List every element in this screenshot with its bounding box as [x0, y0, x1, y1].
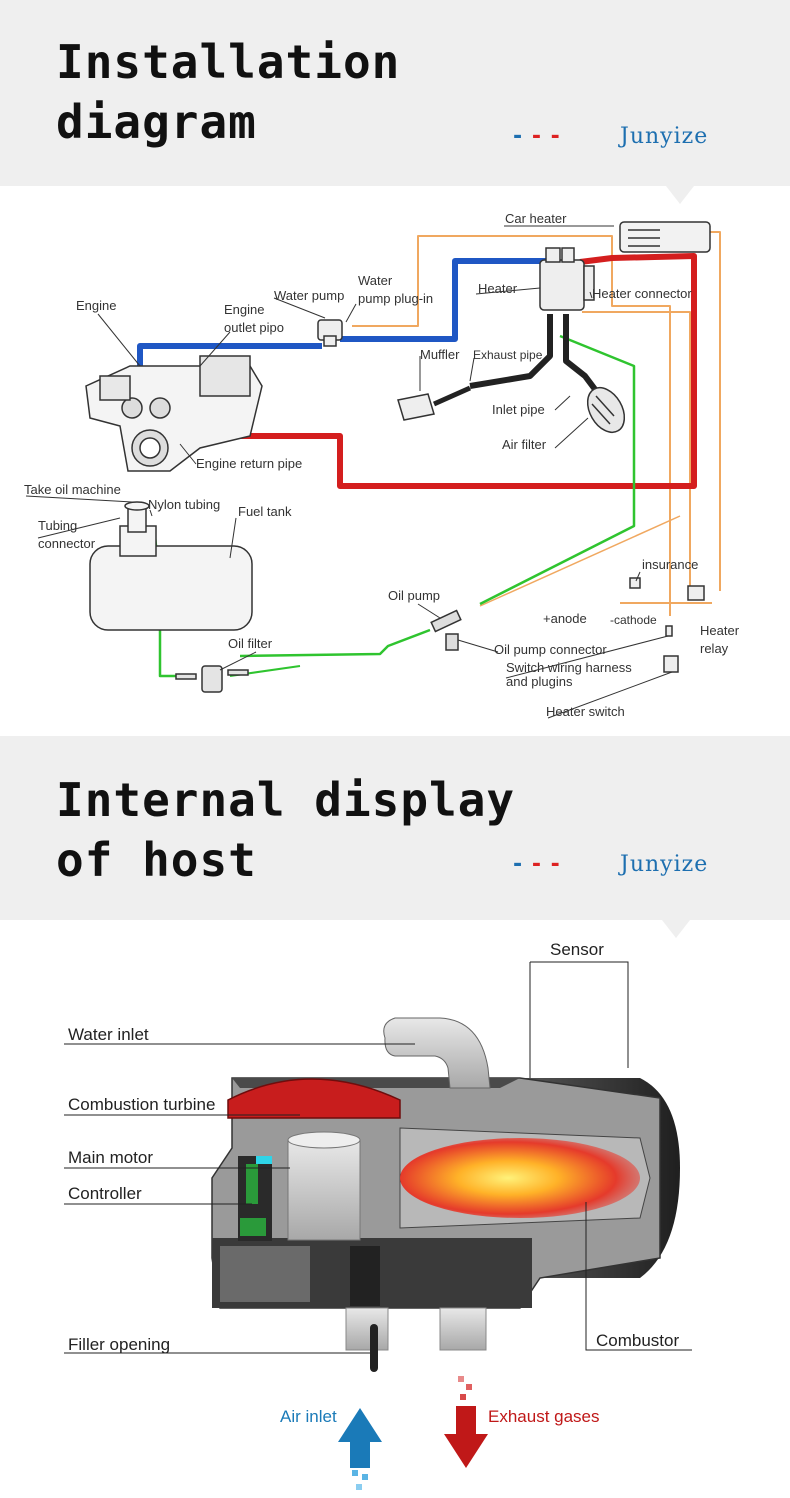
label-tubing-2: connector [38, 536, 96, 551]
fuel-tank [89, 501, 253, 631]
label-water-pump: Water pump [274, 288, 344, 303]
internal-host-diagram: Sensor Water inlet Combustion turbine Ma… [64, 940, 692, 1490]
leader-lines [25, 225, 673, 719]
label-heater-switch: Heater switch [546, 704, 625, 719]
brand-logo: Junyize [620, 852, 709, 877]
label-engine-outlet-1: Engine [224, 302, 264, 317]
label-cathode: -cathode [610, 613, 657, 627]
label-switch-harness-1: Switch wiring harness [506, 660, 632, 675]
label-controller: Controller [68, 1184, 142, 1203]
label-take-oil-machine: Take oil machine [24, 482, 121, 497]
label-air-inlet: Air inlet [280, 1407, 337, 1426]
car-heater-unit [619, 221, 711, 253]
label-heater-connector: Heater connector [592, 286, 692, 301]
engine-illustration [85, 355, 263, 472]
host-leader-lines [64, 961, 692, 1354]
host-body [211, 1017, 680, 1372]
water-pump [317, 319, 343, 347]
label-nylon-tubing: Nylon tubing [148, 497, 220, 512]
label-switch-harness-2: and plugins [506, 674, 573, 689]
label-engine: Engine [76, 298, 116, 313]
label-exhaust-pipe: Exhaust pipe [473, 348, 543, 362]
internal-title-line2: of host [56, 833, 257, 887]
label-sensor: Sensor [550, 940, 604, 959]
label-engine-return-pipe: Engine return pipe [196, 456, 302, 471]
label-insurance: insurance [642, 557, 698, 572]
label-combustor: Combustor [596, 1331, 679, 1350]
air-inlet-arrow [338, 1408, 382, 1490]
label-air-filter: Air filter [502, 437, 547, 452]
diagram-labels: Car heater Water pump plug-in Water pump… [24, 211, 740, 719]
exhaust-arrow [444, 1376, 488, 1468]
installation-title-line2: diagram [56, 95, 257, 149]
label-car-heater: Car heater [505, 211, 567, 226]
internal-banner: Internal display of host - - - Junyize [0, 736, 790, 920]
brand-dash-decoration: - - - [513, 852, 561, 877]
label-water: Water [358, 273, 393, 288]
label-combustion-turbine: Combustion turbine [68, 1095, 215, 1114]
label-oil-pump-connector: Oil pump connector [494, 642, 607, 657]
brand-dash-decoration: - - - [513, 124, 561, 149]
label-anode: +anode [543, 611, 587, 626]
oil-pump [430, 609, 462, 651]
label-heater-relay-2: relay [700, 641, 729, 656]
label-filler-opening: Filler opening [68, 1335, 170, 1354]
label-engine-outlet-2: outlet pipo [224, 320, 284, 335]
label-exhaust-gases: Exhaust gases [488, 1407, 600, 1426]
label-oil-pump: Oil pump [388, 588, 440, 603]
label-inlet-pipe: Inlet pipe [492, 402, 545, 417]
oil-filter [175, 665, 249, 693]
label-heater-relay-1: Heater [700, 623, 740, 638]
brand-logo: Junyize [620, 124, 709, 149]
label-oil-filter: Oil filter [228, 636, 273, 651]
label-main-motor: Main motor [68, 1148, 153, 1167]
label-water-inlet: Water inlet [68, 1025, 149, 1044]
heater-unit [539, 247, 595, 311]
installation-diagram: Car heater Water pump plug-in Water pump… [24, 211, 740, 719]
label-tubing-1: Tubing [38, 518, 77, 533]
label-fuel-tank: Fuel tank [238, 504, 292, 519]
air-filter [586, 386, 626, 434]
label-heater: Heater [478, 281, 518, 296]
banner-notch [662, 920, 690, 938]
banner-notch [666, 186, 694, 204]
label-pump-plug-in: pump plug-in [358, 291, 433, 306]
label-muffler: Muffler [420, 347, 460, 362]
electrical-parts [629, 577, 705, 673]
muffler [397, 385, 472, 421]
installation-banner: Installation diagram - - - Junyize [0, 0, 790, 186]
host-labels: Sensor Water inlet Combustion turbine Ma… [68, 940, 679, 1426]
installation-title-line1: Installation [56, 35, 401, 89]
internal-title-line1: Internal display [56, 773, 516, 827]
